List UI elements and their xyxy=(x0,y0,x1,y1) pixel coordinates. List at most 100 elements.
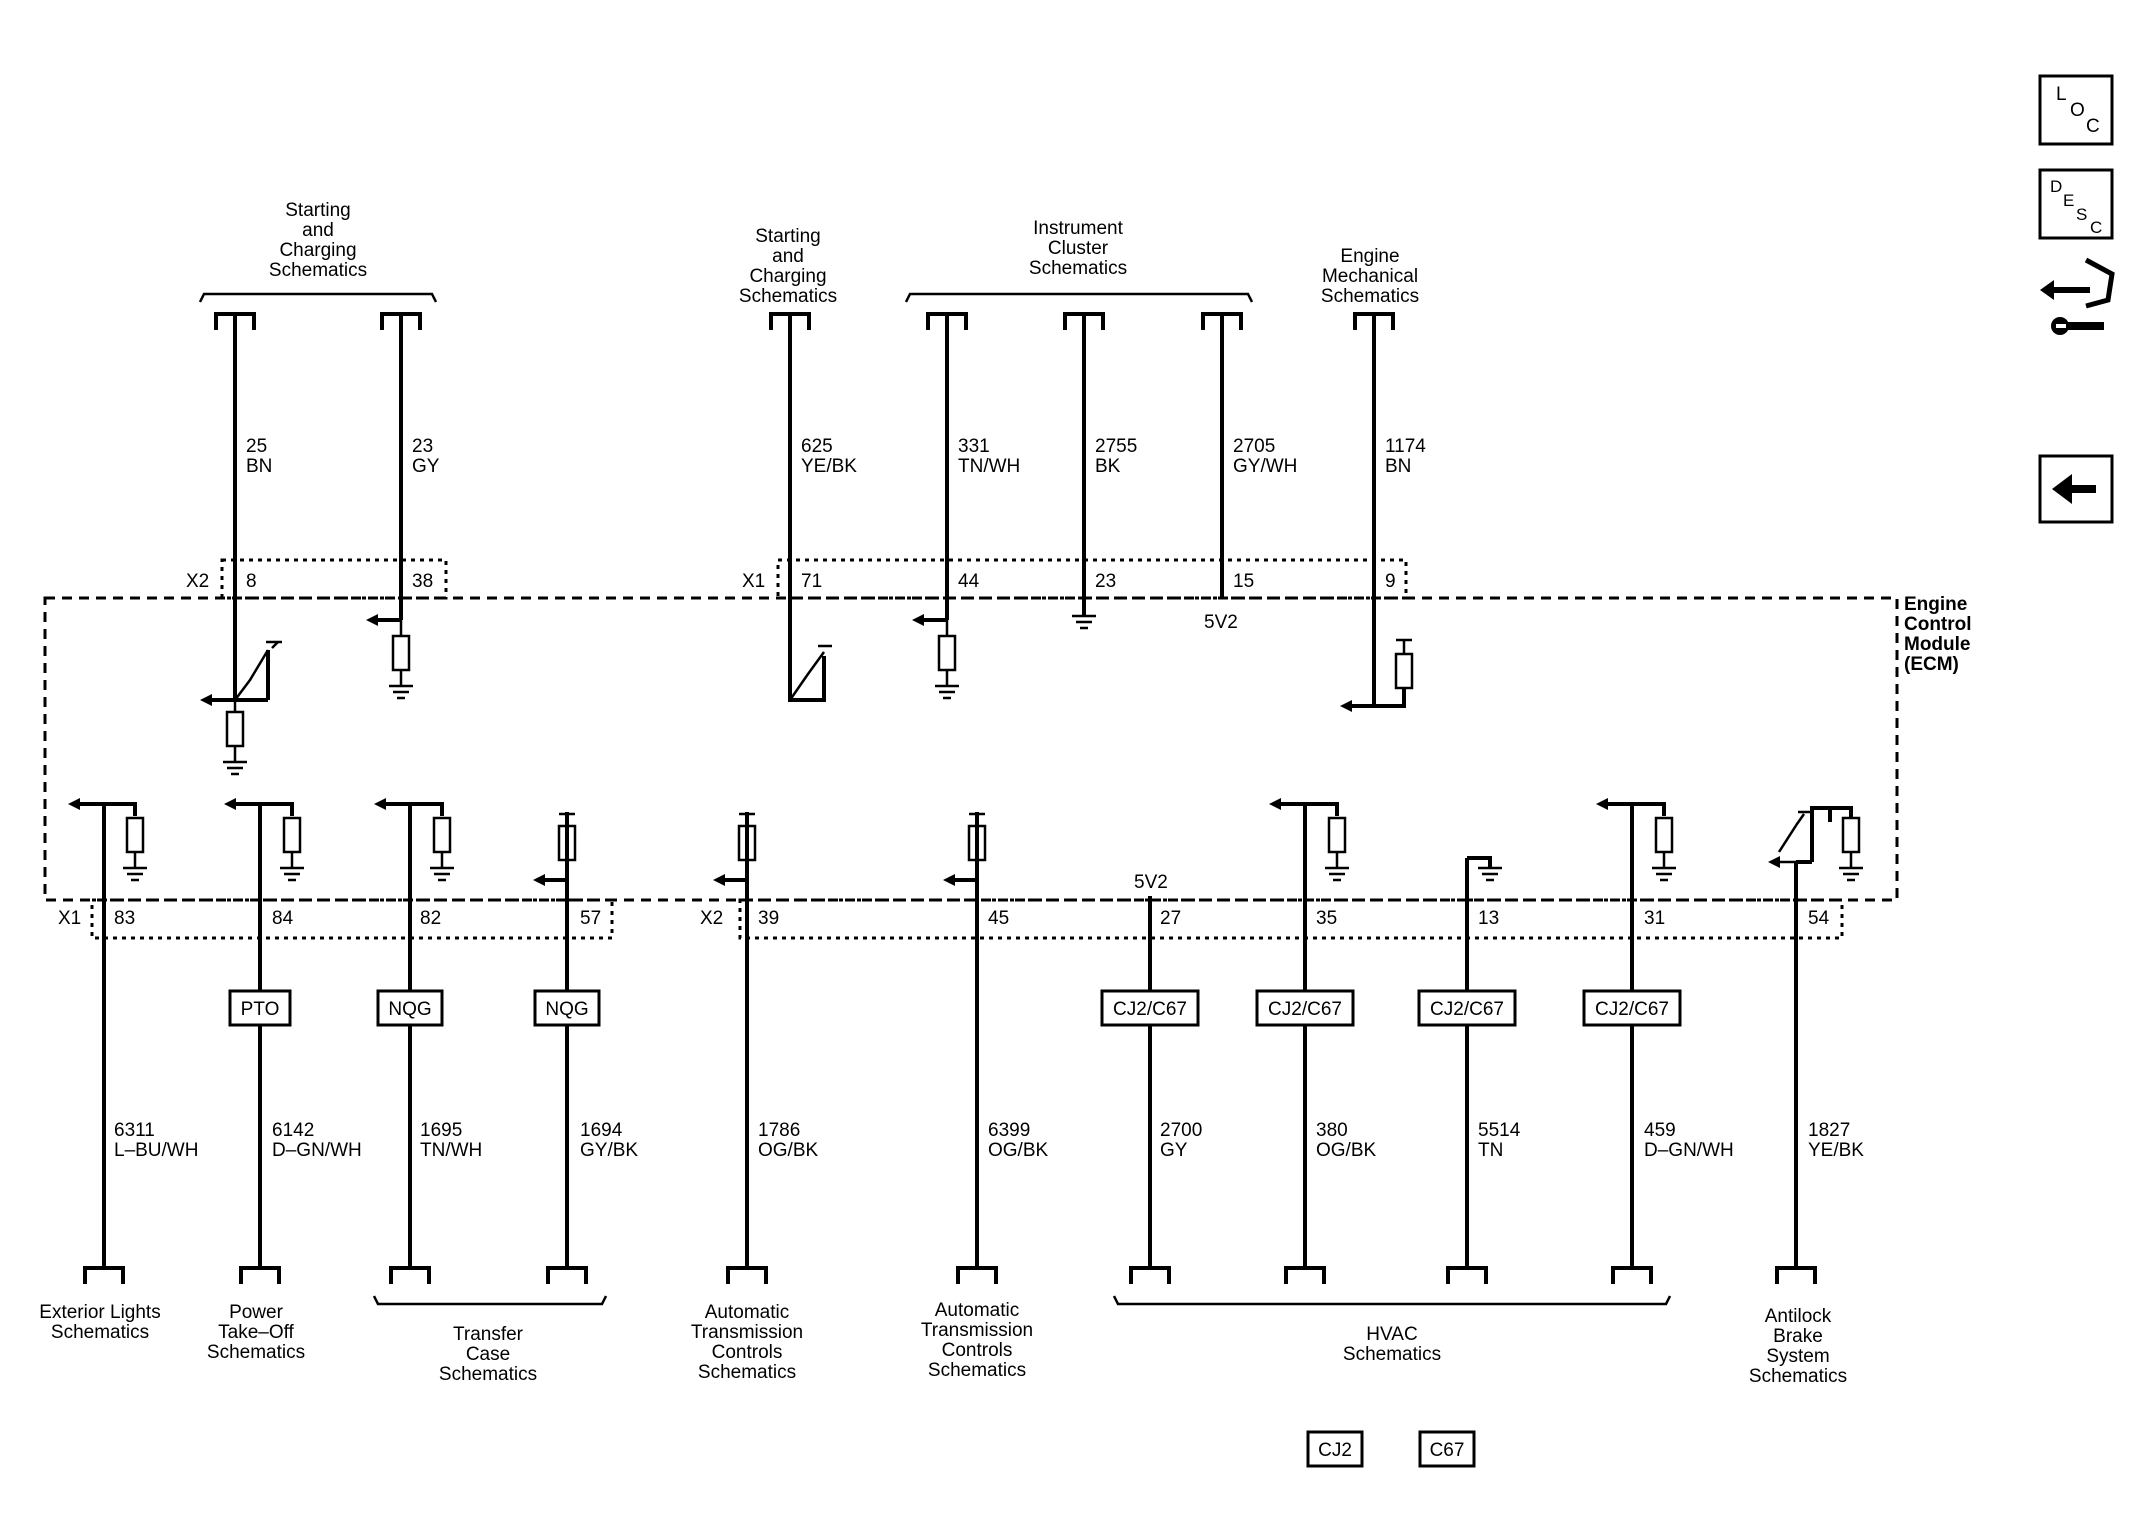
circuit-color: TN/WH xyxy=(958,456,1020,477)
option-label: CJ2/C67 xyxy=(1268,999,1342,1020)
bottom-wire-pin-31: 31 459 D–GN/WH xyxy=(1611,804,1734,1284)
pin-number: 54 xyxy=(1808,908,1830,929)
circuit-number: 1786 xyxy=(758,1120,800,1141)
bottom-wire-pin-45: 45 6399 OG/BK xyxy=(956,812,1049,1284)
pin-number: 82 xyxy=(420,908,441,929)
group-label-line: Schematics xyxy=(1321,286,1419,307)
internal-circuit-pin-35 xyxy=(1269,798,1349,882)
group-label-line: Automatic xyxy=(705,1302,789,1323)
group-label-line: Exterior Lights xyxy=(39,1302,160,1323)
top-group-starting-charging-2: Starting and Charging Schematics xyxy=(739,226,837,307)
back-button[interactable] xyxy=(2038,454,2114,524)
bottom-group-exterior-lights: Exterior Lights Schematics xyxy=(39,1302,160,1343)
circuit-number: 5514 xyxy=(1478,1120,1521,1141)
group-label-line: Schematics xyxy=(739,286,837,307)
circuit-color: OG/BK xyxy=(758,1140,819,1161)
bottom-group-automatic-transmission-2: Automatic Transmission Controls Schemati… xyxy=(921,1300,1033,1381)
bottom-group-antilock-brake: Antilock Brake System Schematics xyxy=(1749,1306,1847,1387)
circuit-number: 380 xyxy=(1316,1120,1348,1141)
pin-number: 23 xyxy=(1095,571,1116,592)
internal-ground-pin-13 xyxy=(1467,856,1502,882)
connector-label-bottom-x1: X1 xyxy=(58,908,81,929)
bottom-group-transfer-case: Transfer Case Schematics xyxy=(372,1295,608,1385)
option-box-pin-27: CJ2/C67 xyxy=(1100,989,1200,1027)
option-label: CJ2/C67 xyxy=(1430,999,1504,1020)
top-wire-pin-44: 331 TN/WH 44 xyxy=(926,312,1020,620)
top-wire-pin-38: 23 GY 38 xyxy=(380,312,440,620)
group-label-line: System xyxy=(1766,1346,1829,1367)
connector-view-icon[interactable] xyxy=(2040,257,2115,335)
circuit-color: YE/BK xyxy=(801,456,857,477)
internal-circuit-pin-45 xyxy=(943,812,987,886)
internal-circuit-pin-54 xyxy=(1768,806,1863,882)
circuit-number: 625 xyxy=(801,436,833,457)
pin-number: 38 xyxy=(412,571,433,592)
group-label-line: Charging xyxy=(749,266,826,287)
top-wire-pin-15: 2705 GY/WH 15 5V2 xyxy=(1201,312,1297,633)
group-label-line: Cluster xyxy=(1048,238,1109,259)
pin-number: 45 xyxy=(988,908,1009,929)
option-box-pin-84: PTO xyxy=(228,989,292,1027)
group-label-line: Antilock xyxy=(1765,1306,1832,1327)
bottom-group-hvac: HVAC Schematics xyxy=(1112,1295,1672,1365)
legend-label: CJ2 xyxy=(1318,1440,1352,1461)
connector-label-top-x2: X2 xyxy=(186,571,209,592)
circuit-number: 1694 xyxy=(580,1120,623,1141)
option-label: NQG xyxy=(388,999,431,1020)
bottom-wire-pin-35: 35 380 OG/BK xyxy=(1284,804,1377,1284)
circuit-color: OG/BK xyxy=(1316,1140,1377,1161)
circuit-number: 25 xyxy=(246,436,267,457)
option-box-pin-57: NQG xyxy=(533,989,601,1027)
circuit-color: GY/WH xyxy=(1233,456,1297,477)
circuit-color: GY/BK xyxy=(580,1140,638,1161)
ecm-label-line: (ECM) xyxy=(1904,654,1959,675)
bottom-wire-pin-57: 57 1694 GY/BK xyxy=(546,812,638,1284)
desc-letter: S xyxy=(2076,205,2087,224)
circuit-color: OG/BK xyxy=(988,1140,1049,1161)
pin-number: 8 xyxy=(246,571,257,592)
circuit-number: 6311 xyxy=(114,1120,155,1141)
bottom-wire-pin-83: 83 6311 L–BU/WH xyxy=(83,804,198,1284)
group-label-line: Brake xyxy=(1773,1326,1823,1347)
option-box-pin-13: CJ2/C67 xyxy=(1417,989,1517,1027)
connector-bottom-x2 xyxy=(738,898,1844,940)
legend-option-c67: C67 xyxy=(1418,1430,1476,1468)
circuit-number: 1695 xyxy=(420,1120,462,1141)
group-brace xyxy=(1112,1295,1672,1306)
option-label: NQG xyxy=(545,999,588,1020)
option-box-pin-82: NQG xyxy=(376,989,444,1027)
option-label: CJ2/C67 xyxy=(1595,999,1669,1020)
desc-letter: C xyxy=(2090,218,2102,237)
connector-label-top-x1: X1 xyxy=(742,571,765,592)
circuit-number: 459 xyxy=(1644,1120,1676,1141)
group-brace xyxy=(372,1295,608,1306)
circuit-color: D–GN/WH xyxy=(1644,1140,1734,1161)
ecm-label-line: Module xyxy=(1904,634,1971,655)
top-group-starting-charging-1: Starting and Charging Schematics xyxy=(198,200,438,303)
group-label-line: Schematics xyxy=(269,260,367,281)
pin-number: 71 xyxy=(801,571,822,592)
loc-letter: O xyxy=(2070,100,2085,121)
circuit-number: 6142 xyxy=(272,1120,314,1141)
internal-circuit-pin-9 xyxy=(1340,638,1414,712)
group-label-line: Transmission xyxy=(921,1320,1033,1341)
bottom-group-automatic-transmission-1: Automatic Transmission Controls Schemati… xyxy=(691,1302,803,1383)
group-label-line: Schematics xyxy=(207,1342,305,1363)
group-label-line: Power xyxy=(229,1302,284,1323)
internal-circuit-pin-8 xyxy=(200,640,282,776)
desc-button[interactable]: D E S C xyxy=(2038,168,2114,240)
group-label-line: Automatic xyxy=(935,1300,1019,1321)
loc-button[interactable]: L O C xyxy=(2038,74,2114,146)
ecm-label-line: Engine xyxy=(1904,594,1967,615)
top-wire-pin-8: 25 BN 8 xyxy=(214,312,272,700)
pin-number: 13 xyxy=(1478,908,1499,929)
bottom-group-power-take-off: Power Take–Off Schematics xyxy=(207,1302,305,1363)
group-label-line: Schematics xyxy=(51,1322,149,1343)
reference-5v2: 5V2 xyxy=(1204,612,1238,633)
internal-circuit-pin-44 xyxy=(912,614,959,700)
group-label-line: Starting xyxy=(755,226,820,247)
top-group-engine-mechanical: Engine Mechanical Schematics xyxy=(1321,246,1419,307)
option-label: CJ2/C67 xyxy=(1113,999,1187,1020)
option-box-pin-35: CJ2/C67 xyxy=(1255,989,1355,1027)
